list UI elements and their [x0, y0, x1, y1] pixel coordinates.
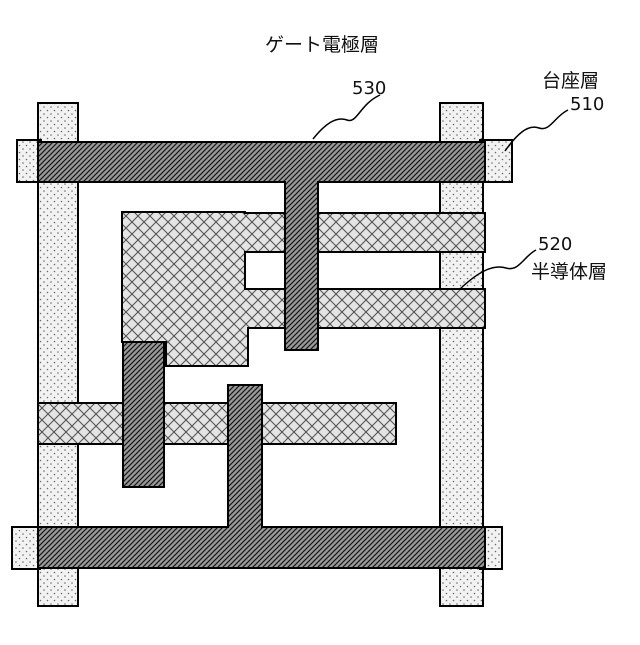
gate-layer-number: 530	[352, 80, 386, 98]
semiconductor-layer-name: 半導体層	[531, 263, 607, 282]
pedestal-bottom-left-pad	[12, 527, 40, 569]
diagram-title: ゲート電極層	[265, 36, 379, 55]
gate-leader-line	[313, 95, 380, 139]
pedestal-leader-line	[505, 110, 568, 151]
pedestal-layer-number: 510	[570, 96, 604, 114]
semiconductor-layer-number: 520	[538, 236, 572, 254]
gate-electrode-layer	[38, 142, 485, 568]
gate-lower-left-finger	[123, 342, 164, 487]
semiconductor-lower-strip	[38, 403, 396, 444]
pedestal-layer-name: 台座層	[542, 72, 599, 91]
